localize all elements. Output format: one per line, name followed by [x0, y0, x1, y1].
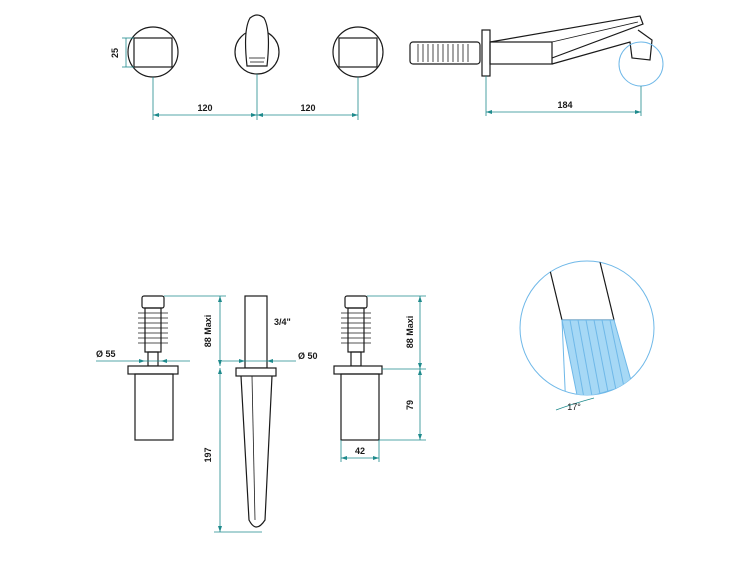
dim-right-body-width-label: 42: [355, 446, 365, 456]
detail-angle-label: 17°: [567, 402, 581, 412]
dim-left-diameter-label: Ø 55: [96, 349, 116, 359]
dim-spout-length: 197: [203, 368, 262, 533]
top-left-handle: [127, 26, 179, 78]
dim-spacing-right-label: 120: [300, 103, 315, 113]
dim-spacing-left-label: 120: [197, 103, 212, 113]
thread-label: 3/4": [274, 317, 291, 327]
top-right-handle: [332, 26, 384, 78]
dim-spout-diameter: Ø 50: [222, 351, 318, 363]
front-right-valve: [333, 295, 383, 441]
dim-left-height: 88 Maxi: [164, 295, 226, 366]
dim-spout-length-label: 197: [203, 447, 213, 462]
dim-left-diameter: Ø 55: [96, 349, 190, 363]
dim-right-body-width: 42: [340, 440, 380, 462]
side-spout: [489, 15, 653, 65]
dim-right-body-height-label: 79: [405, 400, 415, 410]
side-ribbed-handle: [409, 41, 481, 65]
dim-top-height: 25: [110, 37, 134, 68]
top-spout: [234, 14, 280, 75]
side-view: 184: [409, 15, 664, 116]
front-spout: [235, 295, 277, 528]
top-view: 25 120 120: [110, 14, 384, 120]
dim-top-height-label: 25: [110, 48, 120, 58]
side-wall-plate: [481, 29, 491, 77]
front-left-valve: [127, 295, 179, 441]
dim-side-length-label: 184: [557, 100, 572, 110]
detail-view: 17°: [519, 260, 655, 412]
dim-spout-diameter-label: Ø 50: [298, 351, 318, 361]
side-detail-marker-circle: [618, 41, 664, 87]
dim-top-spacing: 120 120: [152, 74, 359, 120]
dim-right-height: 88 Maxi 79: [367, 295, 426, 441]
dim-side-length: 184: [485, 76, 642, 116]
dim-left-height-label: 88 Maxi: [203, 315, 213, 348]
dim-right-height-label: 88 Maxi: [405, 316, 415, 349]
